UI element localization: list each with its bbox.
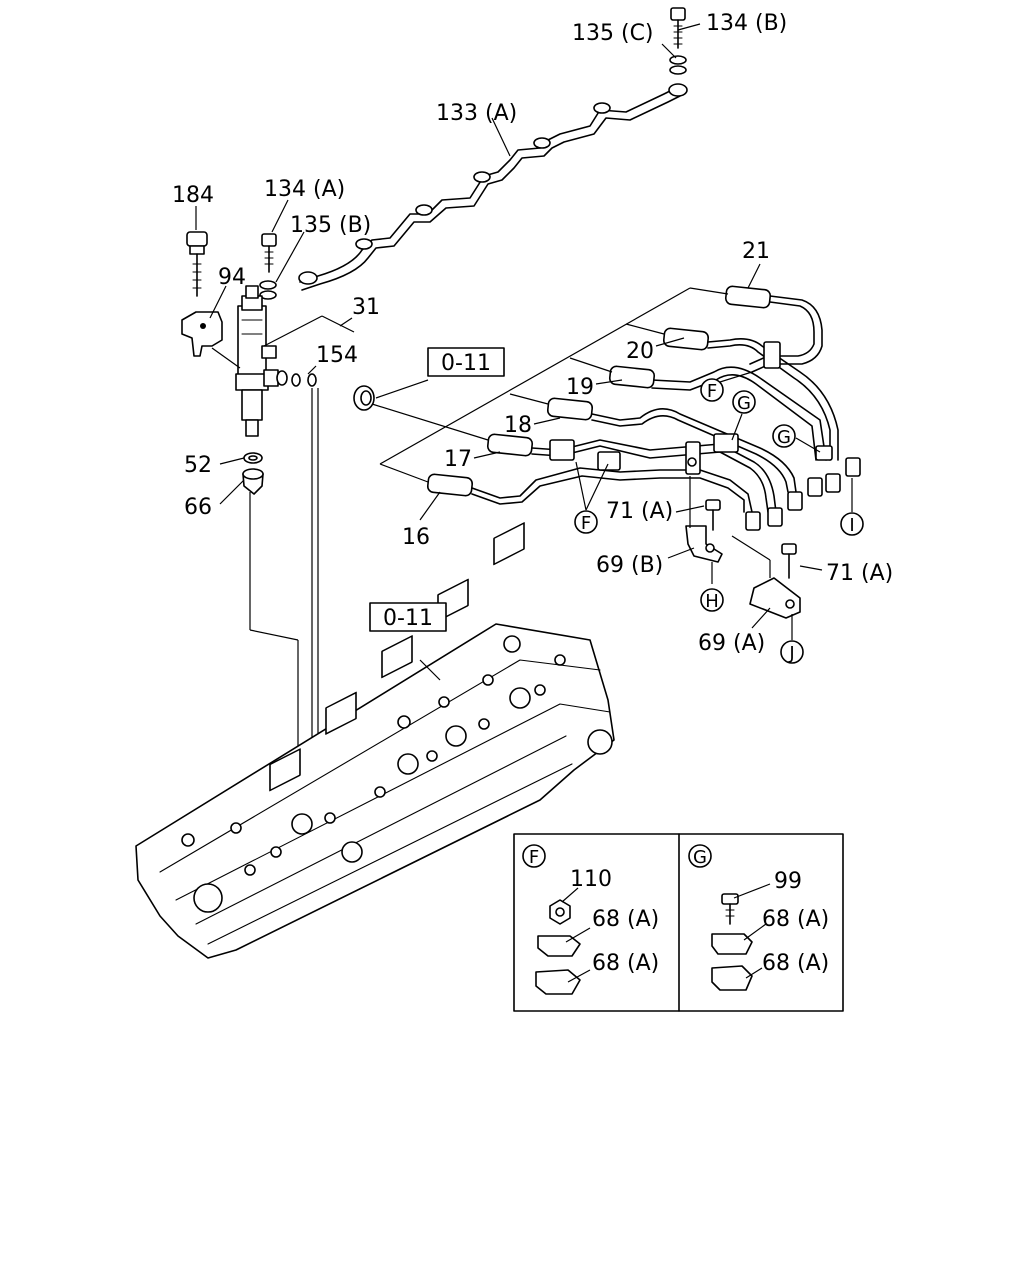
marker-g-top: G <box>732 390 756 414</box>
callout-71a-lower: 71 (A) <box>826 561 893 586</box>
svg-text:F: F <box>581 513 591 534</box>
ref-box-top-text: 0-11 <box>441 351 491 376</box>
callout-154: 154 <box>316 343 358 368</box>
o-ring-154 <box>307 373 317 387</box>
svg-text:G: G <box>693 847 707 868</box>
detail-g-badge: G <box>688 844 712 868</box>
marker-g-right: G <box>772 424 796 448</box>
detail-f-68a-upper: 68 (A) <box>592 907 659 932</box>
bracket-69b <box>685 525 723 563</box>
callout-134b: 134 (B) <box>706 11 787 36</box>
marker-f-bottom: F <box>574 510 598 534</box>
marker-j: J <box>780 640 804 664</box>
sleeve-66 <box>242 468 264 495</box>
cylinder-head <box>135 522 615 959</box>
detail-f-68a-lower: 68 (A) <box>592 951 659 976</box>
callout-94: 94 <box>218 265 246 290</box>
leak-off-pipe <box>298 83 688 291</box>
ref-box-head: 0-11 <box>369 602 447 632</box>
bolt-71a-upper <box>705 499 721 531</box>
seal-ring <box>353 385 375 411</box>
detail-f-badge: F <box>522 844 546 868</box>
detail-g-68a-upper: 68 (A) <box>762 907 829 932</box>
detail-g-99: 99 <box>774 869 802 894</box>
detail-g-68a-lower: 68 (A) <box>762 951 829 976</box>
callout-19: 19 <box>566 375 594 400</box>
callout-71a-upper: 71 (A) <box>606 499 673 524</box>
callout-31: 31 <box>352 295 380 320</box>
marker-f-top: F <box>700 378 724 402</box>
callout-21: 21 <box>742 239 770 264</box>
injection-pipes <box>371 285 861 531</box>
callout-66: 66 <box>184 495 212 520</box>
callout-135c: 135 (C) <box>572 21 654 46</box>
callout-69b: 69 (B) <box>596 553 663 578</box>
svg-text:J: J <box>788 643 794 664</box>
callout-16: 16 <box>402 525 430 550</box>
leader-lines <box>195 23 853 681</box>
svg-text:G: G <box>777 427 791 448</box>
injector-clamp-94 <box>181 311 223 357</box>
bolt-184 <box>186 231 208 297</box>
eye-bolt-134b <box>669 7 687 75</box>
detail-f-parts <box>535 887 591 995</box>
bracket-69a <box>749 577 801 619</box>
ref-box-top: 0-11 <box>427 347 505 377</box>
eye-bolt-134a <box>259 233 277 300</box>
marker-h: H <box>700 588 724 612</box>
callout-18: 18 <box>504 413 532 438</box>
callout-20: 20 <box>626 339 654 364</box>
svg-text:F: F <box>707 381 717 402</box>
bolt-71a-lower <box>781 543 797 579</box>
callout-134a: 134 (A) <box>264 177 345 202</box>
callout-135b: 135 (B) <box>290 213 371 238</box>
injector-31 <box>235 285 301 437</box>
callout-17: 17 <box>444 447 472 472</box>
callout-133a: 133 (A) <box>436 101 517 126</box>
callout-69a: 69 (A) <box>698 631 765 656</box>
svg-text:G: G <box>737 393 751 414</box>
svg-text:F: F <box>529 847 539 868</box>
detail-g-parts <box>711 883 771 991</box>
marker-i: I <box>840 512 864 536</box>
detail-f-110: 110 <box>570 867 612 892</box>
svg-text:I: I <box>849 515 854 536</box>
ref-box-head-text: 0-11 <box>383 606 433 631</box>
callout-184: 184 <box>172 183 214 208</box>
callout-52: 52 <box>184 453 212 478</box>
svg-text:H: H <box>705 591 719 612</box>
